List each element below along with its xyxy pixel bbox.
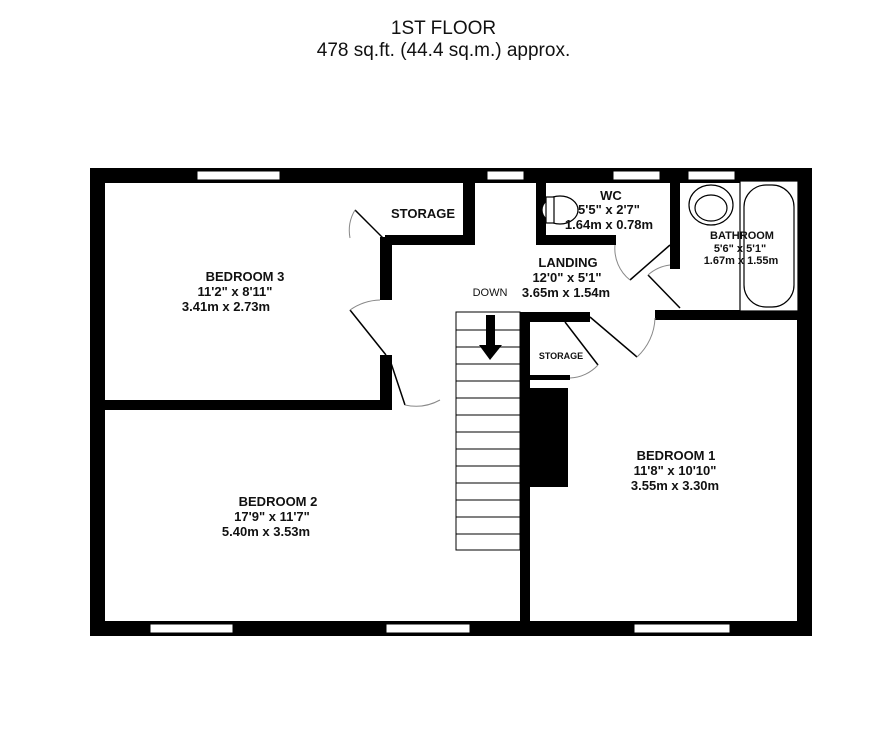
walls — [90, 168, 812, 636]
room-imperial: 5'5" x 2'7" — [578, 202, 640, 217]
room-imperial: 12'0" x 5'1" — [532, 270, 601, 285]
room-name: STORAGE — [539, 351, 583, 361]
room-metric: 5.40m x 3.53m — [222, 524, 310, 539]
room-imperial: 11'8" x 10'10" — [634, 463, 717, 478]
floor-title: 1ST FLOOR — [390, 18, 497, 39]
floor-area: 478 sq.ft. (44.4 sq.m.) approx. — [316, 40, 571, 61]
room-imperial: 5'6" x 5'1" — [714, 243, 766, 255]
room-imperial: 17'9" x 11'7" — [234, 509, 310, 524]
room-name: BEDROOM 1 — [637, 448, 716, 463]
room-metric: 3.65m x 1.54m — [522, 285, 610, 300]
room-name: BEDROOM 3 — [206, 269, 285, 284]
room-metric: 3.55m x 3.30m — [631, 478, 719, 493]
room-imperial: 11'2" x 8'11" — [198, 284, 273, 299]
fixtures — [541, 180, 799, 312]
room-name: BATHROOM — [710, 230, 774, 242]
room-metric: 3.41m x 2.73m — [182, 299, 270, 314]
toilet-cistern-icon — [545, 196, 555, 224]
room-name: STORAGE — [391, 206, 455, 221]
stairs-label: DOWN — [473, 287, 508, 299]
room-metric: 1.67m x 1.55m — [704, 255, 779, 267]
stairs — [455, 311, 521, 551]
windows — [149, 170, 736, 634]
room-name: BEDROOM 2 — [239, 494, 318, 509]
room-name: WC — [600, 188, 622, 203]
doors — [348, 209, 681, 407]
room-name: LANDING — [538, 255, 597, 270]
down-arrow-icon — [479, 315, 502, 360]
room-metric: 1.64m x 0.78m — [565, 217, 653, 232]
